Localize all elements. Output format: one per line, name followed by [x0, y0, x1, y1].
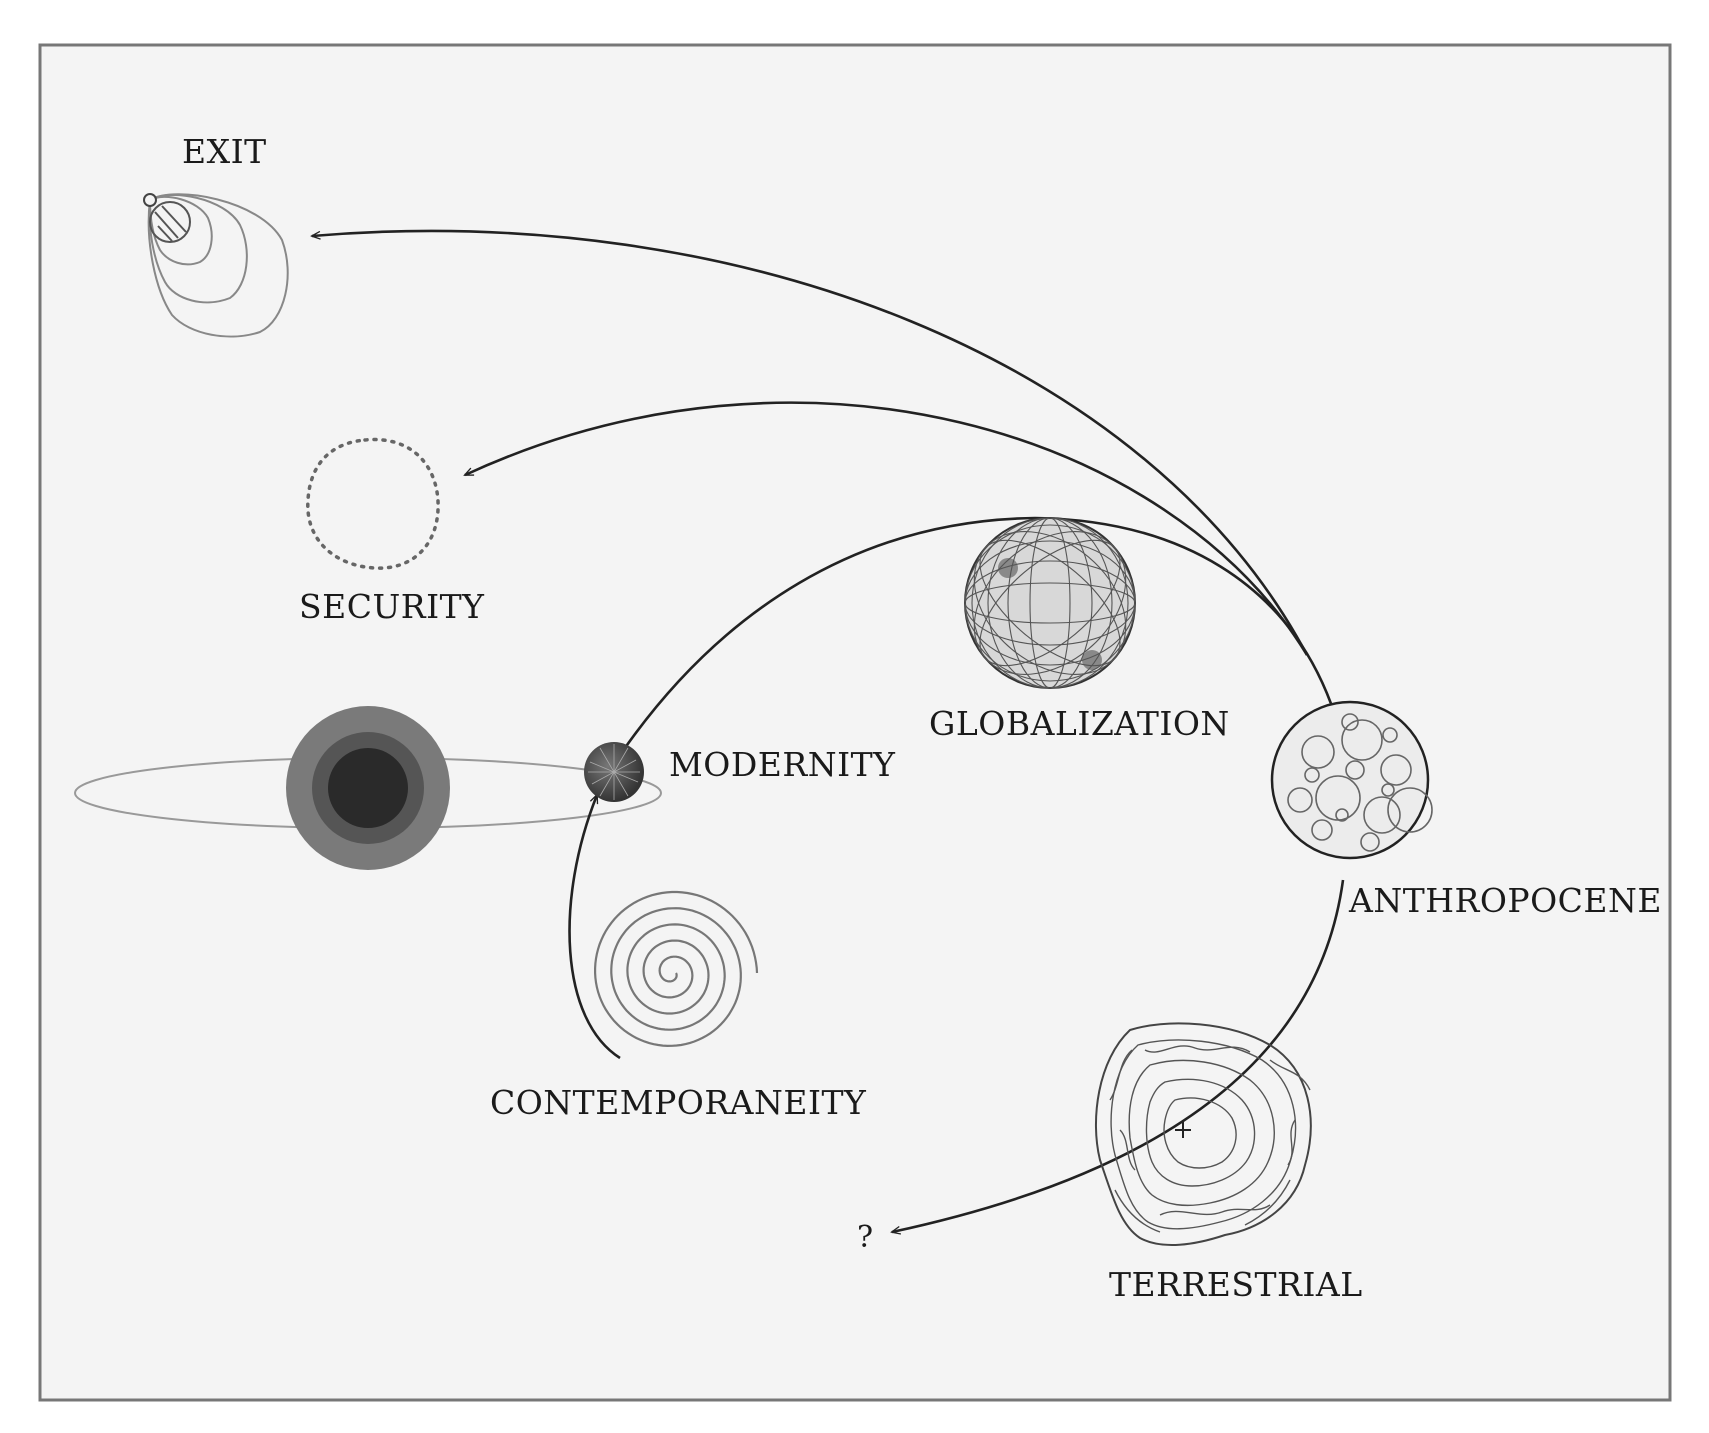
terrestrial-cross-mark	[1175, 1122, 1191, 1138]
label-question-mark: ?	[857, 1220, 874, 1255]
arc-anthropocene-to-security	[465, 401, 1309, 656]
arc-contemporaneity-to-modernity	[568, 795, 621, 1060]
arc-anthropocene-to-question	[892, 879, 1345, 1232]
contemporaneity-spiral-icon	[594, 890, 759, 1048]
sun-icon	[286, 706, 450, 870]
label-contemporaneity: CONTEMPORANEITY	[490, 1083, 867, 1122]
label-terrestrial: TERRESTRIAL	[1109, 1265, 1363, 1304]
modernity-planet-icon	[584, 742, 644, 802]
label-exit: EXIT	[182, 132, 267, 171]
globalization-mesh-globe-icon	[964, 517, 1136, 689]
arc-anthropocene-to-exit	[312, 229, 1309, 656]
arc-modernity-to-globalization	[618, 516, 1036, 756]
exit-loops-icon	[143, 193, 289, 338]
label-globalization: GLOBALIZATION	[929, 704, 1230, 743]
label-modernity: MODERNITY	[669, 745, 896, 784]
arc-globalization-to-anthropocene	[1034, 516, 1335, 715]
terrestrial-crumpled-shape-icon	[1095, 1022, 1312, 1247]
anthropocene-bubble-sphere-icon	[1270, 700, 1433, 860]
label-security: SECURITY	[299, 587, 485, 626]
label-anthropocene: ANTHROPOCENE	[1348, 881, 1662, 920]
security-dotted-ring-icon	[306, 437, 440, 570]
